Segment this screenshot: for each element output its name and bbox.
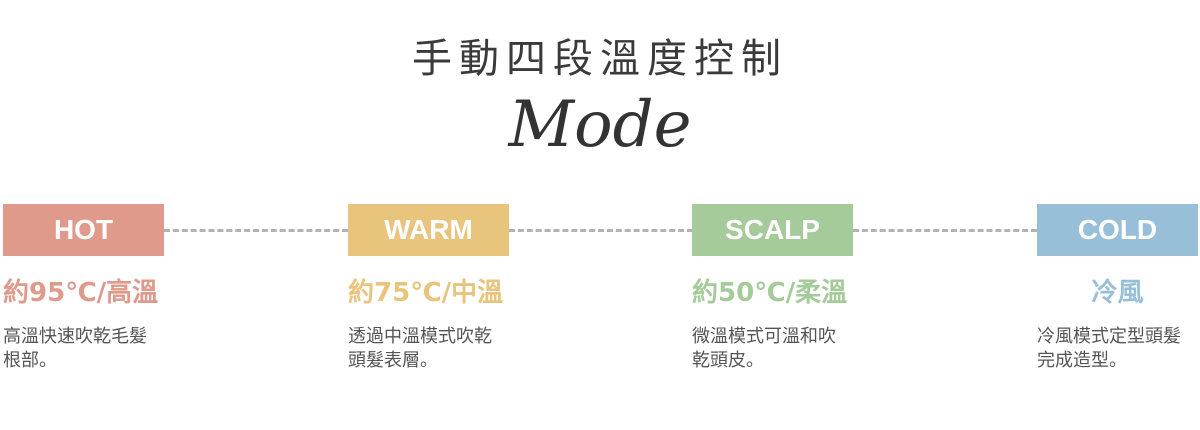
mode-description: 高溫快速吹乾毛髮 根部。 (3, 325, 173, 373)
mode-label-badge: COLD (1037, 204, 1198, 256)
dashed-connector (853, 229, 1037, 232)
mode-temperature: 約75℃/中溫 (348, 278, 504, 308)
mode-temperature: 約95℃/高溫 (3, 278, 159, 308)
mode-description: 冷風模式定型頭髮 完成造型。 (1037, 325, 1200, 373)
mode-description-line: 冷風模式定型頭髮 (1037, 326, 1181, 347)
mode-scalp: SCALP 約50℃/柔溫 微溫模式可溫和吹 乾頭皮。 (692, 204, 862, 373)
mode-description-line: 透過中溫模式吹乾 (348, 326, 492, 347)
mode-label-badge: HOT (3, 204, 164, 256)
mode-warm: WARM 約75℃/中溫 透過中溫模式吹乾 頭髮表層。 (348, 204, 518, 373)
dashed-connector (509, 229, 693, 232)
page-title: 手動四段溫度控制 (412, 36, 788, 82)
mode-label-badge: WARM (348, 204, 509, 256)
mode-description-line: 完成造型。 (1037, 350, 1127, 371)
mode-description-line: 乾頭皮。 (692, 350, 764, 371)
mode-temperature: 約50℃/柔溫 (692, 278, 848, 308)
mode-temperature: 冷風 (1091, 278, 1144, 308)
page-subtitle: Mode (508, 88, 692, 162)
mode-description: 微溫模式可溫和吹 乾頭皮。 (692, 325, 862, 373)
mode-description-line: 高溫快速吹乾毛髮 (3, 326, 147, 347)
mode-description: 透過中溫模式吹乾 頭髮表層。 (348, 325, 518, 373)
mode-hot: HOT 約95℃/高溫 高溫快速吹乾毛髮 根部。 (3, 204, 173, 373)
mode-cold: COLD 冷風 冷風模式定型頭髮 完成造型。 (1037, 204, 1200, 373)
dashed-connector (164, 229, 348, 232)
mode-label-badge: SCALP (692, 204, 853, 256)
mode-description-line: 頭髮表層。 (348, 350, 438, 371)
mode-description-line: 根部。 (3, 350, 57, 371)
mode-description-line: 微溫模式可溫和吹 (692, 326, 836, 347)
